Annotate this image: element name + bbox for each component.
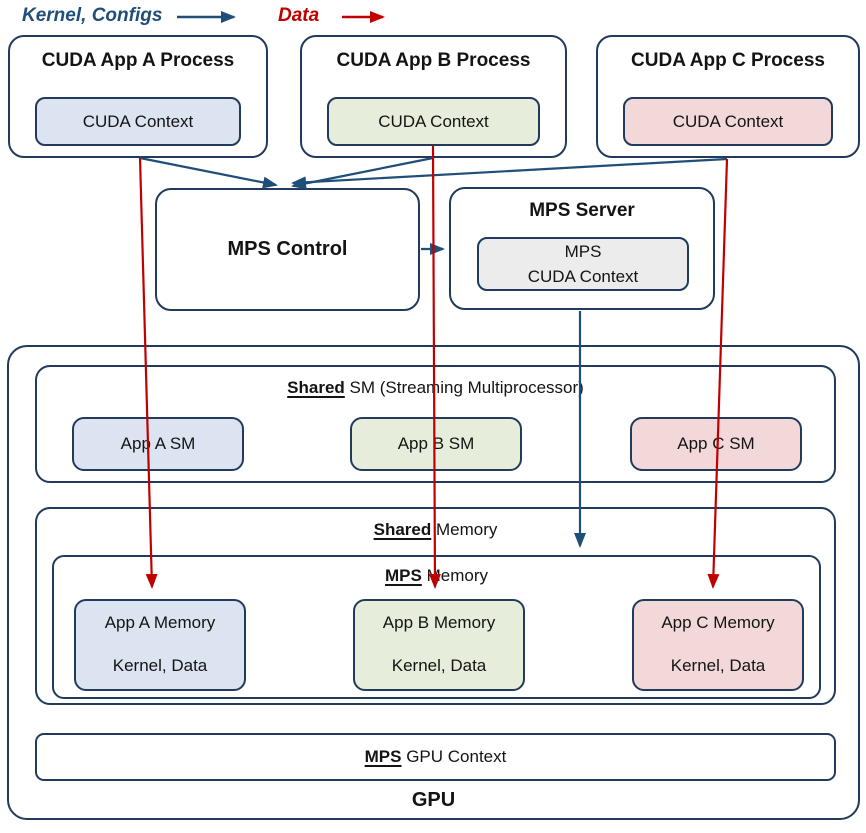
legend-kernel-configs-label: Kernel, Configs [22,5,163,26]
cuda-app-a-process-title: CUDA App A Process [41,50,235,71]
gpu-label: GPU [411,789,456,811]
mps-control-box: MPS Control [155,188,420,311]
kernel-arrow-app-a-to-control [139,156,278,189]
cuda-context-c-box: CUDA Context [623,97,833,146]
mps-cuda-context-line2: CUDA Context [527,267,639,286]
app-b-memory-content: Kernel, Data [391,656,487,675]
shared-memory-box: Shared Memory MPS Memory App A Memory Ke… [35,507,836,705]
cuda-context-b-box: CUDA Context [327,97,540,146]
app-c-memory-box: App C Memory Kernel, Data [632,599,804,691]
mps-memory-box: MPS Memory App A Memory Kernel, Data App… [52,555,821,699]
app-a-memory-box: App A Memory Kernel, Data [74,599,246,691]
cuda-app-b-process-box: CUDA App B Process CUDA Context [300,35,567,158]
app-a-memory-content: Kernel, Data [112,656,208,675]
kernel-arrow-app-c-to-control [291,157,728,189]
gpu-box: Shared SM (Streaming Multiprocessor) App… [7,345,860,820]
app-c-sm-box: App C SM [630,417,802,471]
mps-memory-title: MPS Memory [385,566,488,585]
cuda-app-c-process-title: CUDA App C Process [631,50,825,71]
cuda-app-b-process-title: CUDA App B Process [336,50,531,71]
shared-sm-title: Shared SM (Streaming Multiprocessor) [287,378,584,397]
app-b-memory-label: App B Memory [382,613,496,632]
cuda-app-c-process-box: CUDA App C Process CUDA Context [596,35,860,158]
mps-gpu-context-box: MPS GPU Context [35,733,836,781]
app-b-memory-box: App B Memory Kernel, Data [353,599,525,691]
kernel-arrow-app-b-to-control [291,156,434,190]
mps-cuda-context-line1: MPS [564,242,602,261]
app-c-memory-content: Kernel, Data [670,656,766,675]
cuda-context-a-box: CUDA Context [35,97,241,146]
app-b-sm-box: App B SM [350,417,522,471]
app-a-memory-label: App A Memory [104,613,216,632]
mps-server-title: MPS Server [529,200,635,221]
cuda-app-a-process-box: CUDA App A Process CUDA Context [8,35,268,158]
mps-cuda-context-box: MPS CUDA Context [477,237,689,291]
app-a-sm-box: App A SM [72,417,244,471]
shared-memory-title: Shared Memory [373,520,498,539]
shared-sm-box: Shared SM (Streaming Multiprocessor) App… [35,365,836,483]
mps-server-box: MPS Server MPS CUDA Context [449,187,715,310]
app-c-memory-label: App C Memory [661,613,775,632]
legend-data-label: Data [278,5,320,26]
